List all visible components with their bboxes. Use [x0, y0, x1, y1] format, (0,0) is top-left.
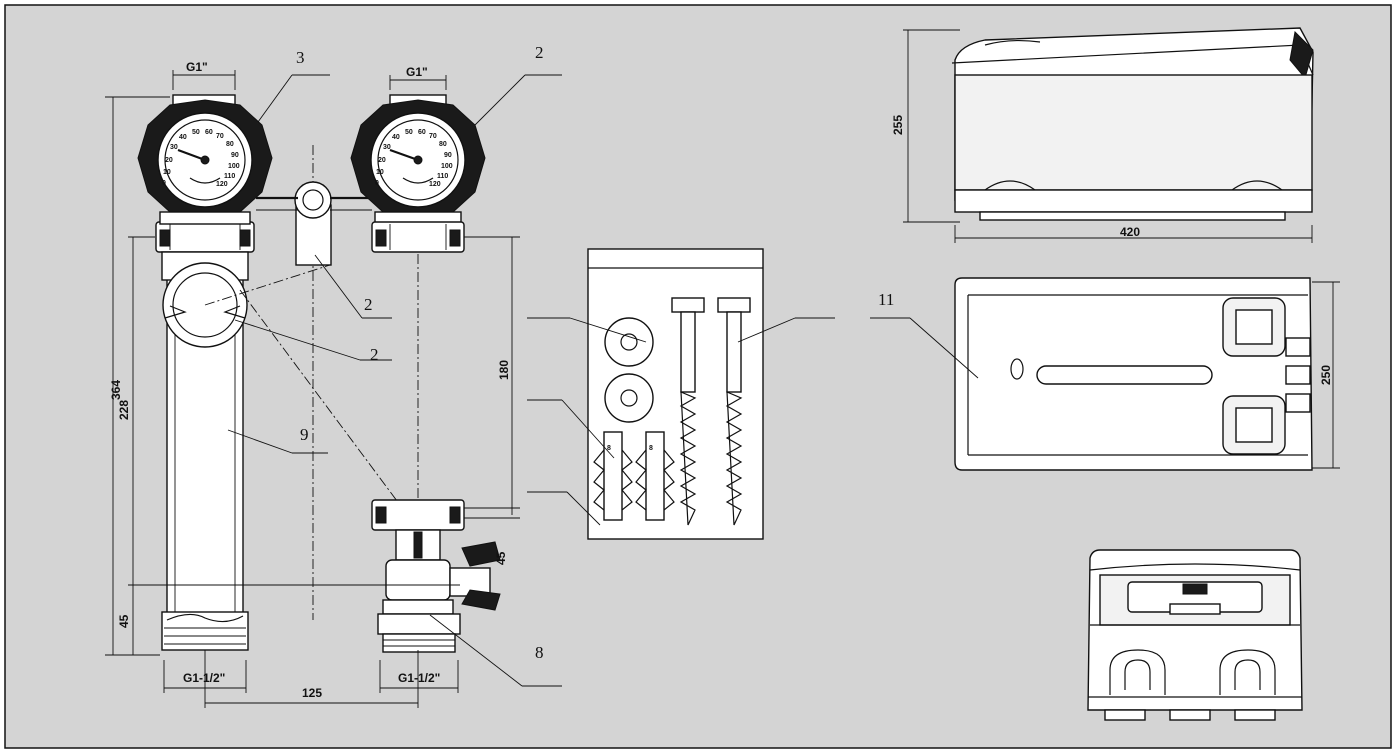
svg-text:20: 20: [378, 157, 386, 164]
callout-right-gauge: 2: [535, 43, 544, 62]
valve-lower-nut: [377, 613, 461, 635]
dim-overall-height: 364: [109, 380, 123, 400]
svg-text:50: 50: [192, 129, 200, 136]
insulation-box-top-view: [870, 277, 1340, 471]
pipe-top-nut: [155, 221, 255, 253]
valve-bottom-thread: [382, 633, 456, 653]
svg-text:120: 120: [429, 181, 441, 188]
svg-text:60: 60: [418, 129, 426, 136]
left-pipe-assembly: 0 10 20 30 40 50 60 70 80 90 100 110 120…: [137, 94, 520, 653]
svg-text:40: 40: [179, 134, 187, 141]
svg-text:90: 90: [444, 152, 452, 159]
dim-base-height: 45: [117, 614, 131, 628]
svg-text:90: 90: [231, 152, 239, 159]
anchor-size-2: 8: [649, 445, 653, 452]
svg-text:110: 110: [437, 173, 448, 180]
dim-pipe-height: 228: [117, 400, 131, 420]
callout-valve-nut: 8: [535, 643, 544, 662]
callout-leaders-left: [227, 74, 562, 687]
left-gauge: 0 10 20 30 40 50 60 70 80 90 100 110 120: [137, 94, 273, 225]
callout-main-pipe: 9: [300, 425, 309, 444]
wall-anchor-1: 8: [593, 431, 633, 521]
svg-text:0: 0: [375, 180, 379, 187]
wall-anchor-2: 8: [635, 431, 675, 521]
svg-text:100: 100: [228, 163, 240, 170]
washer-2: [604, 373, 654, 423]
svg-text:20: 20: [165, 157, 173, 164]
right-gauge: 0 10 20 30 40 50 60 70 80 90 100 110 120: [350, 94, 486, 225]
dim-box-width: 420: [1120, 225, 1140, 239]
dim-pipe-spacing: 125: [302, 686, 322, 700]
dim-thread-bottom-right: G1-1/2": [398, 671, 440, 685]
svg-text:80: 80: [226, 141, 234, 148]
callout-left-gauge: 3: [296, 48, 305, 67]
dim-box-depth: 250: [1319, 365, 1333, 385]
dim-bracket-spacing: 180: [497, 360, 511, 380]
dim-box-height: 255: [891, 115, 905, 135]
svg-text:110: 110: [224, 173, 235, 180]
valve-handle-upper: [461, 541, 501, 567]
svg-text:80: 80: [439, 141, 447, 148]
svg-text:40: 40: [392, 134, 400, 141]
box-front-body: [954, 74, 1313, 191]
callout-bracket-lower: 2: [370, 345, 379, 364]
svg-text:30: 30: [383, 144, 391, 151]
svg-text:10: 10: [163, 169, 171, 176]
insulation-box-front-view: [903, 27, 1314, 243]
box-slot: [1036, 365, 1213, 385]
svg-text:120: 120: [216, 181, 228, 188]
valve-body: [385, 559, 451, 601]
svg-text:50: 50: [405, 129, 413, 136]
dim-thread-top-left: G1": [186, 60, 208, 74]
callout-bracket-upper: 2: [364, 295, 373, 314]
svg-text:10: 10: [376, 169, 384, 176]
insulation-box-side-view: [1087, 549, 1303, 721]
svg-text:60: 60: [205, 129, 213, 136]
dim-valve-handle: 45: [494, 551, 508, 565]
dim-thread-top-right: G1": [406, 65, 428, 79]
anchor-size-1: 8: [607, 445, 611, 452]
svg-text:0: 0: [162, 180, 166, 187]
svg-text:70: 70: [216, 133, 224, 140]
valve-handle-lower: [461, 589, 501, 611]
ball-valve: [371, 499, 520, 653]
washer-1: [604, 317, 654, 367]
svg-text:100: 100: [441, 163, 453, 170]
svg-text:70: 70: [429, 133, 437, 140]
dim-thread-bottom-left: G1-1/2": [183, 671, 225, 685]
lag-screw-2: [717, 297, 751, 526]
mounting-hardware-kit: 8 8: [527, 248, 835, 540]
svg-text:30: 30: [170, 144, 178, 151]
callout-box: 11: [878, 290, 894, 309]
lag-screw-1: [671, 297, 705, 526]
dimension-lines-left: [105, 70, 520, 708]
